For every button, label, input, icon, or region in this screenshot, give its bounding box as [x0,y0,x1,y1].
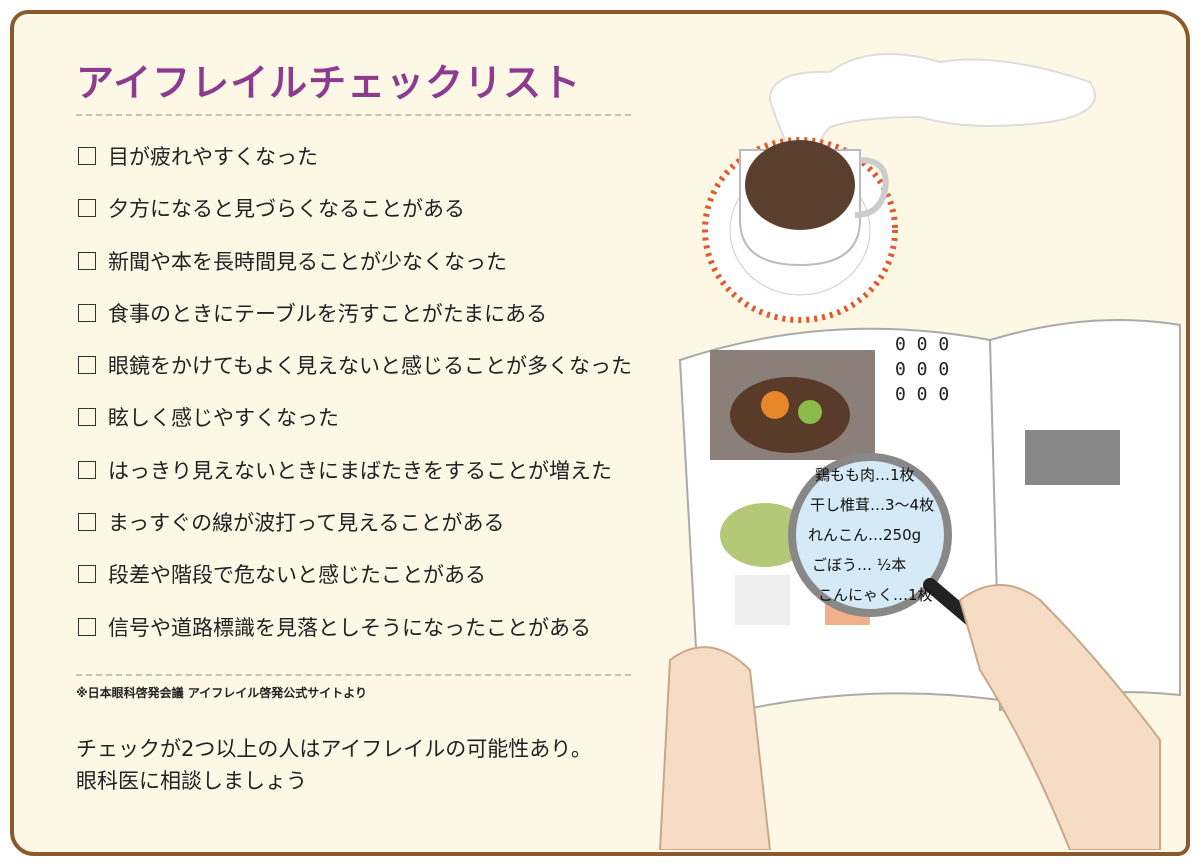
page-title: アイフレイルチェックリスト [76,61,582,105]
checkbox[interactable] [78,147,96,165]
svg-text:0 0 0: 0 0 0 [895,384,949,405]
recipe-line: 干し椎茸…3〜4枚 [810,496,934,514]
checklist-item-label: 段差や階段で危ないと感じたことがある [108,563,486,588]
checklist-item[interactable]: 夕方になると見づらくなることがある [78,193,632,245]
checklist-item-label: 信号や道路標識を見落としそうになったことがある [108,615,591,640]
checklist-item[interactable]: 食事のときにテーブルを汚すことがたまにある [78,298,632,350]
recipe-line: れんこん…250g [808,526,921,544]
checklist-item[interactable]: 信号や道路標識を見落としそうになったことがある [78,612,632,664]
advice-line-1: チェックが2つ以上の人はアイフレイルの可能性あり。 [76,737,592,761]
checklist: 目が疲れやすくなった 夕方になると見づらくなることがある 新聞や本を長時間見るこ… [78,141,632,664]
checklist-item[interactable]: 眩しく感じやすくなった [78,402,632,454]
advice-line-2: 眼科医に相談しましょう [76,769,307,793]
recipe-line: ごぼう… ½本 [812,556,906,574]
checklist-item-label: 食事のときにテーブルを汚すことがたまにある [108,301,548,326]
right-hand [958,584,1161,850]
checkbox[interactable] [78,565,96,584]
checklist-item[interactable]: はっきり見えないときにまばたきをすることが増えた [78,455,632,507]
checklist-item-label: まっすぐの線が波打って見えることがある [108,511,505,536]
checkbox[interactable] [78,356,96,375]
checkbox[interactable] [78,617,96,636]
divider-bottom [76,674,631,676]
coffee [745,140,855,230]
svg-text:0 0 0: 0 0 0 [895,334,949,355]
checkbox[interactable] [78,199,96,218]
checklist-item-label: 眼鏡をかけてもよく見えないと感じることが多くなった [108,354,632,379]
checkbox[interactable] [78,408,96,427]
checkbox[interactable] [78,460,96,479]
left-hand [658,646,772,850]
checklist-item[interactable]: 段差や階段で危ないと感じたことがある [78,559,632,611]
checklist-item-label: 新聞や本を長時間見ることが少なくなった [108,249,507,274]
svg-text:0 0 0: 0 0 0 [895,359,949,380]
recipe-line: 鶏もも肉…1枚 [815,466,915,484]
checkbox[interactable] [78,251,96,270]
checklist-item-label: 目が疲れやすくなった [108,145,318,169]
checklist-item[interactable]: 眼鏡をかけてもよく見えないと感じることが多くなった [78,350,632,402]
checkbox[interactable] [78,303,96,322]
magnifier-lens [788,453,952,617]
recipe-line: こんにゃく…1枚 [818,586,933,604]
recipe-text: 鶏もも肉…1枚 干し椎茸…3〜4枚 れんこん…250g ごぼう… ½本 こんにゃ… [808,466,934,604]
source-note: ※日本眼科啓発会議 アイフレイル啓発公式サイトより [76,686,368,700]
checklist-item[interactable]: まっすぐの線が波打って見えることがある [78,507,632,559]
divider-top [76,114,631,116]
checkbox[interactable] [78,513,96,532]
checklist-item[interactable]: 目が疲れやすくなった [78,141,632,193]
checklist-item-label: 夕方になると見づらくなることがある [108,197,465,222]
checklist-item[interactable]: 新聞や本を長時間見ることが少なくなった [78,246,632,298]
illustration: 0 0 0 0 0 0 0 0 0 鶏もも肉…1枚 干し椎茸…3〜4枚 れんこん… [658,53,1181,850]
checklist-item-label: 眩しく感じやすくなった [108,406,339,431]
checklist-item-label: はっきり見えないときにまばたきをすることが増えた [108,458,612,483]
advice-text: チェックが2つ以上の人はアイフレイルの可能性あり。 眼科医に相談しましょう [76,733,592,797]
